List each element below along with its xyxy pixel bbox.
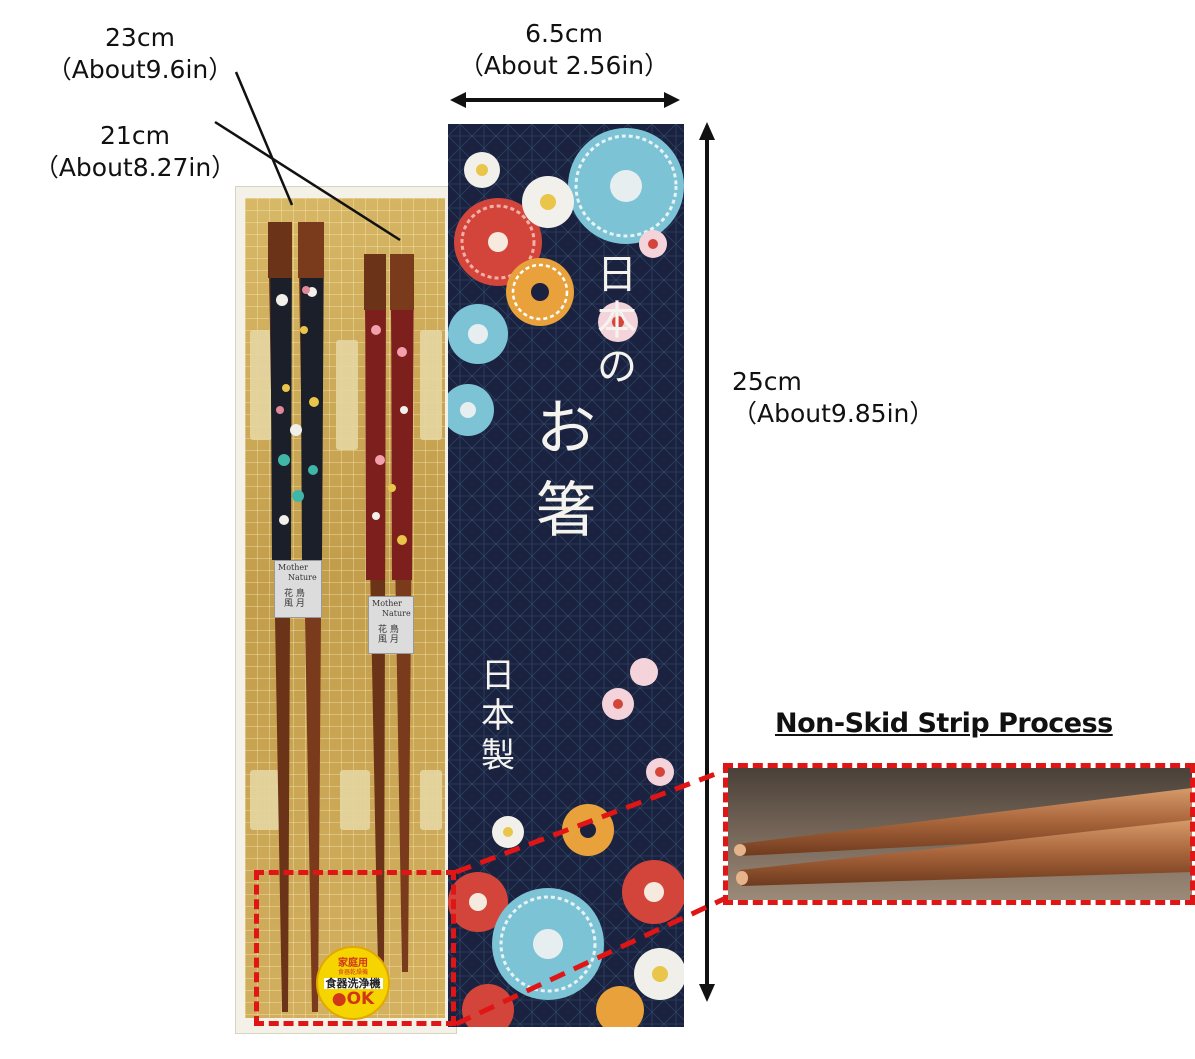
badge-line: 食器乾燥機 xyxy=(337,968,368,976)
tag-jp-line: 風 月 xyxy=(378,635,399,645)
box-title-top: 日 本 の xyxy=(589,252,645,390)
tip-highlight-box xyxy=(254,870,456,1026)
width-arrow xyxy=(450,92,680,108)
short-chopstick-pair xyxy=(364,254,414,972)
short-chopsticks-dimension: 21cm （About8.27in） xyxy=(20,120,250,184)
box-made-char: 日 xyxy=(481,656,515,696)
zoom-chopsticks xyxy=(734,788,1192,886)
product-tag-long: Mother Nature 花 鳥 風 月 xyxy=(274,560,322,618)
box-width-cm: 6.5cm xyxy=(525,19,603,48)
box-width-dimension: 6.5cm （About 2.56in） xyxy=(446,18,682,82)
tag-jp-line: 花 鳥 xyxy=(284,589,305,599)
zoom-frame xyxy=(723,763,1195,905)
flower-cluster-bottom xyxy=(448,658,684,1027)
long-length-cm: 23cm xyxy=(105,23,175,52)
box-title-main-char: お xyxy=(536,394,596,464)
badge-line: ●OK xyxy=(331,988,375,1009)
box-height-cm: 25cm xyxy=(732,367,802,396)
dishwasher-ok-badge: 家庭用 食器乾燥機 食器洗浄機 ●OK xyxy=(316,946,390,1020)
pointer-line-long xyxy=(234,71,294,206)
box-title-char: の xyxy=(597,344,637,390)
tag-brand-line: Mother xyxy=(278,563,308,572)
badge-line: 家庭用 xyxy=(338,957,368,969)
box-pattern xyxy=(448,124,684,1027)
box-made-char: 本 xyxy=(481,696,515,736)
gift-box: 日 本 の お 箸 日 本 製 xyxy=(448,124,684,1027)
tag-brand-line: Nature xyxy=(382,609,411,618)
short-length-in: （About8.27in） xyxy=(33,153,237,182)
box-title-char: 本 xyxy=(597,298,637,344)
box-height-in: （About9.85in） xyxy=(732,399,935,428)
tag-jp-line: 風 月 xyxy=(284,599,305,609)
product-tag-short: Mother Nature 花 鳥 風 月 xyxy=(368,596,414,654)
box-title-main-char: 箸 xyxy=(536,476,596,546)
box-width-in: （About 2.56in） xyxy=(458,51,670,80)
feature-title: Non-Skid Strip Process xyxy=(775,708,1113,739)
box-title-char: 日 xyxy=(597,252,637,298)
box-height-dimension: 25cm （About9.85in） xyxy=(732,366,934,430)
non-skid-zoom-photo xyxy=(728,768,1192,900)
tag-brand-line: Nature xyxy=(288,573,317,582)
tag-jp-line: 花 鳥 xyxy=(378,625,399,635)
badge-line: 食器洗浄機 xyxy=(323,976,383,990)
zoom-connector xyxy=(454,767,728,1027)
box-title-main: お 箸 xyxy=(528,388,604,552)
pointer-line-short xyxy=(214,120,401,242)
long-length-in: （About9.6in） xyxy=(46,55,234,84)
short-length-cm: 21cm xyxy=(100,121,170,150)
height-arrow xyxy=(699,122,715,1002)
tag-brand-line: Mother xyxy=(372,599,402,608)
box-made-in-japan: 日 本 製 xyxy=(472,656,524,776)
flower-cluster-top xyxy=(448,128,684,436)
long-chopsticks-dimension: 23cm （About9.6in） xyxy=(40,22,240,86)
box-made-char: 製 xyxy=(481,736,515,776)
